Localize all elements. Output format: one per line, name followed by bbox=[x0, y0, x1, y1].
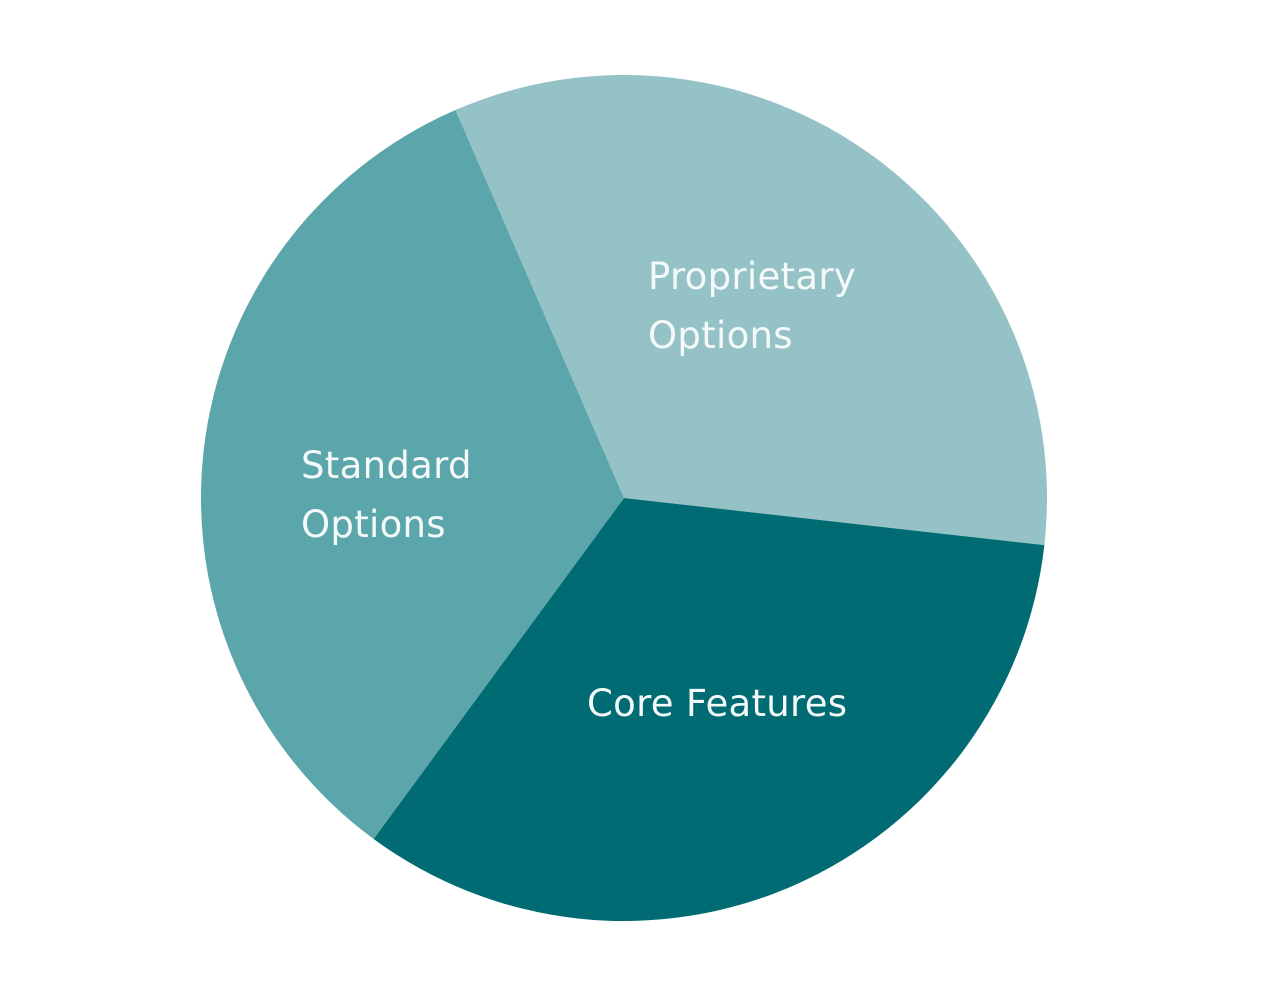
slice-label-proprietary-options: Proprietary Options bbox=[648, 255, 857, 357]
pie-slice-standard-options bbox=[200, 110, 624, 839]
slice-label-core-features: Core Features bbox=[587, 682, 848, 725]
pie-slice-proprietary-options bbox=[455, 74, 1047, 546]
pie-slice-core-features bbox=[373, 498, 1045, 922]
slice-label-standard-options: Standard Options bbox=[301, 444, 472, 546]
